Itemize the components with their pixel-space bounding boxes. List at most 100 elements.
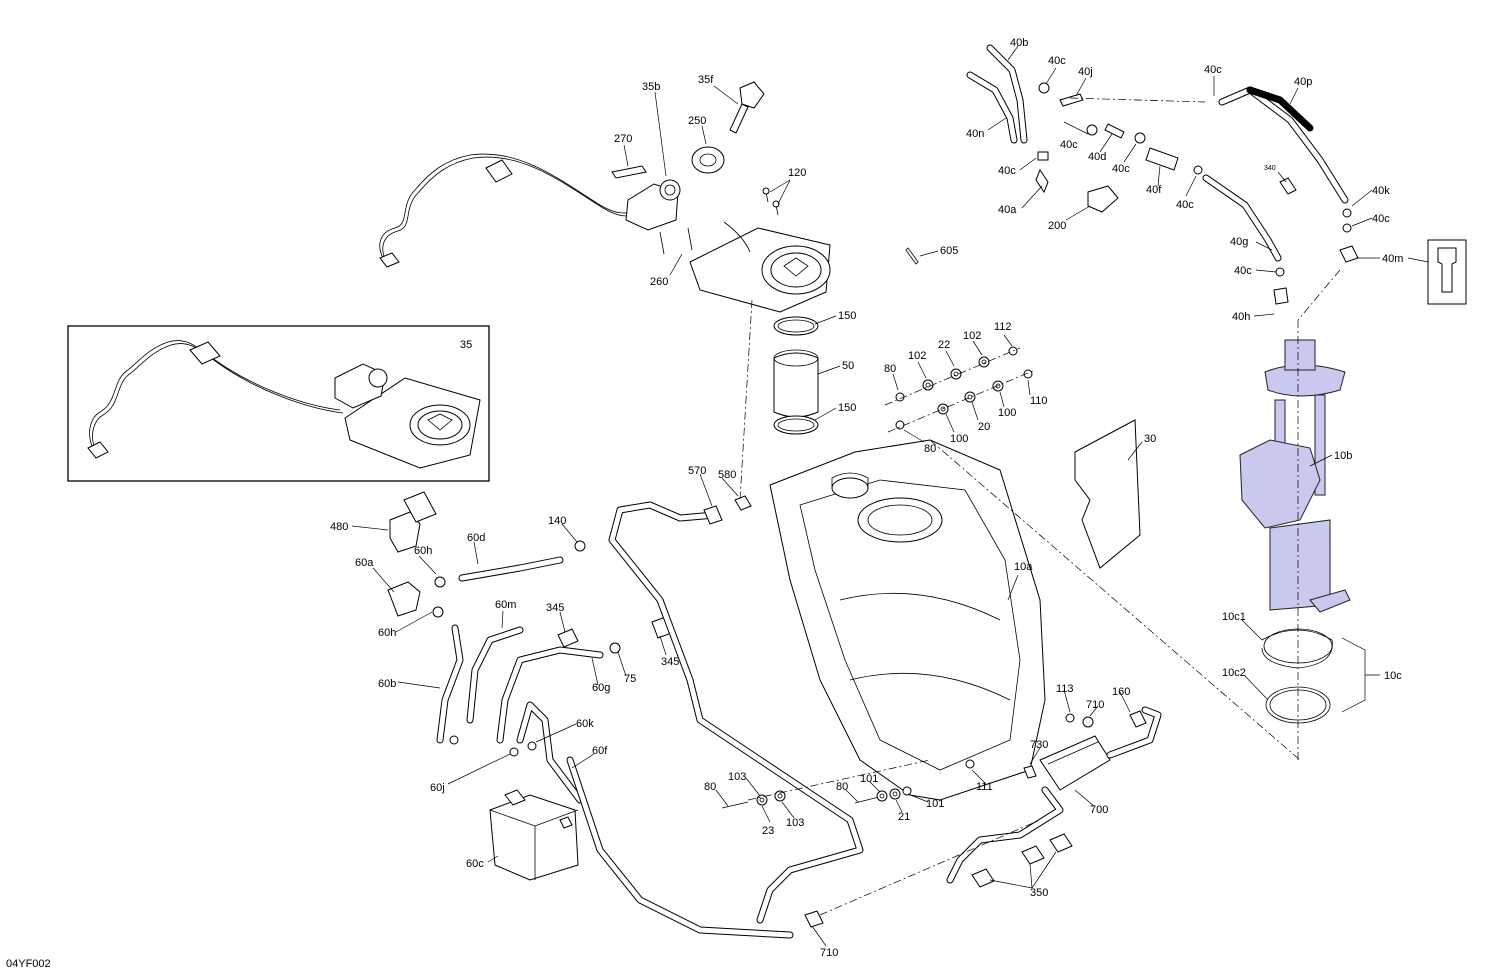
callout-345b: 345 (661, 656, 679, 668)
tank-axis (929, 439, 1301, 761)
callout-40c-2: 40c (1060, 139, 1078, 151)
heat-shield-30 (1074, 419, 1141, 569)
ignition-switch-35b (625, 179, 681, 231)
callout-605: 605 (940, 245, 958, 257)
inset-bracket-and-lock (334, 363, 481, 469)
callout-580: 580 (718, 469, 736, 481)
callout-570: 570 (688, 465, 706, 477)
callout-40m: 40m (1382, 253, 1403, 265)
callout-710a: 710 (1086, 699, 1104, 711)
callout-60c: 60c (466, 858, 484, 870)
charcoal-canister-60c (489, 789, 579, 881)
callout-710b: 710 (820, 947, 838, 959)
callout-labels: 35b 35f 270 250 120 260 35 150 50 150 60… (330, 37, 1403, 959)
callout-35f: 35f (698, 74, 714, 86)
callout-150-top: 150 (838, 310, 856, 322)
callout-40p: 40p (1294, 76, 1312, 88)
callout-10b: 10b (1334, 450, 1352, 462)
callout-100a: 100 (950, 433, 968, 445)
callout-60k: 60k (576, 718, 594, 730)
screws-120 (762, 187, 780, 216)
callout-10c1: 10c1 (1222, 611, 1246, 623)
diagram-reference-code: 04YF002 (6, 958, 51, 970)
callout-150-bottom: 150 (838, 402, 856, 414)
callout-40c-8: 40c (1234, 265, 1252, 277)
bracket-10c (1341, 637, 1380, 713)
spring-605 (905, 247, 919, 265)
callout-200: 200 (1048, 220, 1066, 232)
callout-40c-7: 40c (1372, 213, 1390, 225)
callout-60a: 60a (355, 557, 374, 569)
callout-21: 21 (898, 811, 910, 823)
callout-102b: 102 (963, 330, 981, 342)
callout-23: 23 (762, 825, 774, 837)
callout-22: 22 (938, 339, 950, 351)
callout-80b: 80 (924, 443, 936, 455)
evap-valves (387, 491, 446, 618)
callout-40c-1: 40c (1048, 55, 1066, 67)
bolts-260 (659, 227, 693, 255)
callout-40c-6: 40c (1204, 64, 1222, 76)
ignition-harness (379, 153, 644, 268)
callout-111: 111 (976, 781, 993, 793)
callout-40j: 40j (1078, 66, 1093, 78)
callout-80d: 80 (836, 781, 848, 793)
filler-hose-50 (773, 349, 819, 418)
callout-140: 140 (548, 515, 566, 527)
callout-480: 480 (330, 521, 348, 533)
callout-50: 50 (842, 360, 854, 372)
callout-340: 340 (1264, 165, 1276, 172)
callout-60h-upper: 60h (414, 545, 432, 557)
callout-350: 350 (1030, 887, 1048, 899)
callout-10c: 10c (1384, 670, 1402, 682)
callout-260: 260 (650, 276, 668, 288)
evap-hoses-60 (436, 540, 675, 804)
callout-40f: 40f (1146, 184, 1162, 196)
callout-700: 700 (1090, 804, 1108, 816)
callout-730: 730 (1030, 739, 1048, 751)
callout-35: 35 (460, 339, 472, 351)
callout-80c: 80 (704, 781, 716, 793)
gasket-270 (611, 165, 647, 179)
callout-60b: 60b (378, 678, 396, 690)
fuel-lines-40 (966, 44, 1359, 305)
callout-270: 270 (614, 133, 632, 145)
lock-ring-10c1 (1261, 628, 1333, 669)
callout-40c-4: 40c (1112, 163, 1130, 175)
callout-40n: 40n (966, 128, 984, 140)
callout-60j: 60j (430, 782, 445, 794)
bottom-axis (819, 819, 1041, 916)
callout-10a: 10a (1014, 561, 1033, 573)
callout-103a: 103 (728, 771, 746, 783)
callout-103b: 103 (786, 817, 804, 829)
callout-345a: 345 (546, 602, 564, 614)
callout-40c-5: 40c (1176, 199, 1194, 211)
clamp-150-bottom (773, 415, 819, 435)
inset-ignition-harness (87, 340, 344, 459)
callout-40g: 40g (1230, 236, 1248, 248)
callout-60m: 60m (495, 599, 516, 611)
fuel-pump-10b (1239, 339, 1351, 613)
pump-axis (1297, 269, 1341, 760)
fasteners-bottom (721, 759, 975, 809)
key-35f (729, 81, 765, 134)
leader-lines (351, 45, 1429, 947)
callout-10c2: 10c2 (1222, 667, 1246, 679)
inset-assembly-box (67, 325, 490, 482)
filler-axis (739, 299, 753, 501)
callout-40b: 40b (1010, 37, 1028, 49)
callout-20: 20 (978, 421, 990, 433)
callout-75: 75 (624, 673, 636, 685)
callout-60h-lower: 60h (378, 627, 396, 639)
filler-bracket (689, 221, 831, 313)
callout-40c-3: 40c (998, 165, 1016, 177)
quick-connector-40m-inset (1427, 239, 1467, 305)
callout-60d: 60d (467, 532, 485, 544)
callout-101b: 101 (926, 798, 944, 810)
clips-350 (971, 833, 1073, 888)
fuel-tank-10a (769, 439, 1046, 801)
callout-160: 160 (1112, 686, 1130, 698)
callout-110: 110 (1030, 395, 1048, 407)
callout-112: 112 (994, 321, 1012, 333)
